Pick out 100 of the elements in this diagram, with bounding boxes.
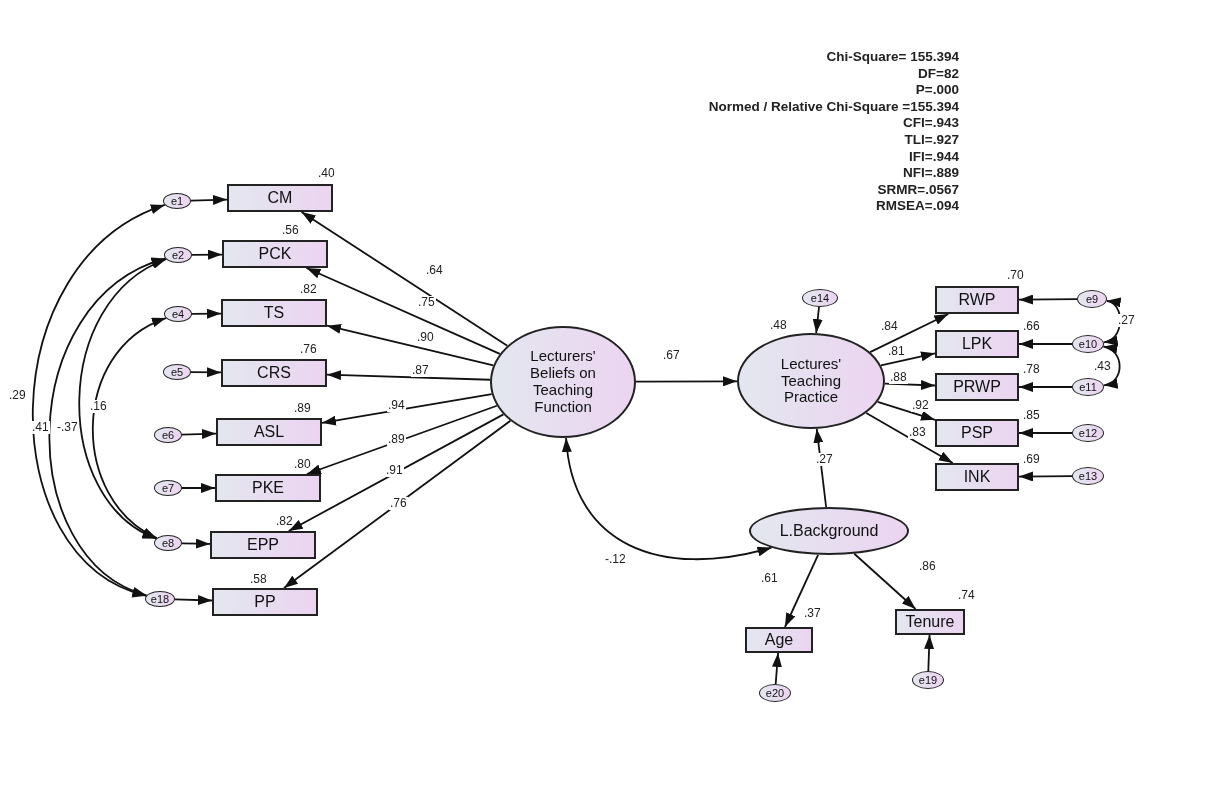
variable-name: e1 <box>170 194 184 208</box>
fit-statistic: P=.000 <box>915 82 959 99</box>
observed-variable-box <box>935 373 1019 401</box>
arrow <box>880 351 936 367</box>
observed-variable-box <box>215 474 321 502</box>
error-term-ellipse <box>1072 424 1104 442</box>
variable-name: e10 <box>1078 337 1098 351</box>
error-term-ellipse <box>759 684 791 702</box>
path-coefficient: .16 <box>89 400 108 414</box>
r-squared-value: .85 <box>1023 408 1040 422</box>
variable-name: L.Background <box>778 522 880 540</box>
variable-name: ASL <box>253 423 285 441</box>
r-squared-value: .40 <box>318 166 335 180</box>
variable-name: TS <box>263 304 285 322</box>
r-squared-value: .48 <box>770 318 787 332</box>
r-squared-value: .76 <box>300 342 317 356</box>
arrow <box>326 370 491 381</box>
observed-variable-box <box>221 359 327 387</box>
arrow <box>1018 382 1073 392</box>
variable-name: PCK <box>258 245 292 263</box>
observed-variable-box <box>895 609 965 635</box>
fit-statistic: CFI=.943 <box>903 115 959 132</box>
observed-variable-box <box>216 418 322 446</box>
r-squared-value: .69 <box>1023 452 1040 466</box>
variable-name: e6 <box>161 428 175 442</box>
fit-statistic: NFI=.889 <box>903 165 959 182</box>
error-term-ellipse <box>164 306 192 322</box>
fit-statistic: DF=82 <box>918 65 959 83</box>
observed-variable-box <box>935 463 1019 491</box>
arrow <box>191 249 223 260</box>
r-squared-value: .82 <box>300 282 317 296</box>
r-squared-value: .78 <box>1023 362 1040 376</box>
arrow <box>174 595 213 606</box>
arrow <box>300 211 509 347</box>
arrow <box>321 393 493 426</box>
error-term-ellipse <box>1072 335 1104 353</box>
path-coefficient: .91 <box>385 464 404 478</box>
variable-name: e13 <box>1078 469 1098 483</box>
covariance-arrow <box>562 437 773 561</box>
observed-variable-box <box>227 184 333 212</box>
arrow <box>1018 428 1073 438</box>
variable-name: CM <box>267 189 293 207</box>
r-squared-value: .89 <box>294 401 311 415</box>
variable-name: Lecturers' Beliefs on Teaching Function <box>529 348 597 416</box>
variable-name: e2 <box>171 248 185 262</box>
variable-name: Age <box>764 631 794 649</box>
fit-statistic: Normed / Relative Chi-Square =155.394 <box>708 98 959 116</box>
r-squared-value: .37 <box>804 606 821 620</box>
path-coefficient: .94 <box>387 399 406 413</box>
variable-name: LPK <box>961 335 993 353</box>
arrow <box>813 427 827 508</box>
arrow <box>181 429 217 439</box>
arrow <box>181 483 216 493</box>
variable-name: EPP <box>247 536 279 554</box>
observed-variable-box <box>212 588 318 616</box>
arrow <box>1018 294 1078 305</box>
arrow <box>865 412 954 464</box>
variable-name: RWP <box>958 291 996 309</box>
variable-name: PSP <box>961 424 993 442</box>
arrow <box>772 652 782 685</box>
fit-statistic: TLI=.927 <box>904 132 959 149</box>
arrow <box>191 308 222 319</box>
arrow <box>884 380 936 390</box>
variable-name: PKE <box>252 479 284 497</box>
observed-variable-box <box>210 531 316 559</box>
path-coefficient: .88 <box>889 371 908 385</box>
arrow <box>306 404 498 475</box>
variable-name: e8 <box>161 536 175 550</box>
arrow <box>869 313 950 354</box>
covariance-arrow <box>1102 345 1121 387</box>
variable-name: e12 <box>1078 426 1098 440</box>
r-squared-value: .74 <box>958 588 975 602</box>
r-squared-value: .82 <box>276 514 293 528</box>
variable-name: PRWP <box>953 378 1001 396</box>
variable-name: e19 <box>918 673 938 687</box>
error-term-ellipse <box>164 247 192 263</box>
path-coefficient: .87 <box>411 364 430 378</box>
arrow <box>190 194 228 205</box>
error-term-ellipse <box>1072 467 1104 485</box>
variable-name: e20 <box>765 686 785 700</box>
error-term-ellipse <box>802 289 838 307</box>
r-squared-value: .66 <box>1023 319 1040 333</box>
variable-name: CRS <box>257 364 291 382</box>
variable-name: Lectures' Teaching Practice <box>779 355 843 407</box>
path-coefficient: .27 <box>1117 314 1136 328</box>
arrow <box>305 267 501 355</box>
fit-statistic: IFI=.944 <box>909 148 959 166</box>
fit-statistic: SRMR=.0567 <box>877 181 959 199</box>
arrow <box>812 306 823 334</box>
variable-name: e4 <box>171 307 185 321</box>
covariance-arrow <box>1102 299 1122 344</box>
variable-name: Tenure <box>905 613 955 631</box>
arrow <box>784 553 819 628</box>
error-term-ellipse <box>163 364 191 380</box>
arrow <box>1018 471 1073 482</box>
fit-statistic: Chi-Square= 155.394 <box>826 49 959 66</box>
r-squared-value: .70 <box>1007 268 1024 282</box>
path-coefficient: .92 <box>911 399 930 413</box>
observed-variable-box <box>745 627 813 653</box>
covariance-arrow <box>32 204 166 597</box>
